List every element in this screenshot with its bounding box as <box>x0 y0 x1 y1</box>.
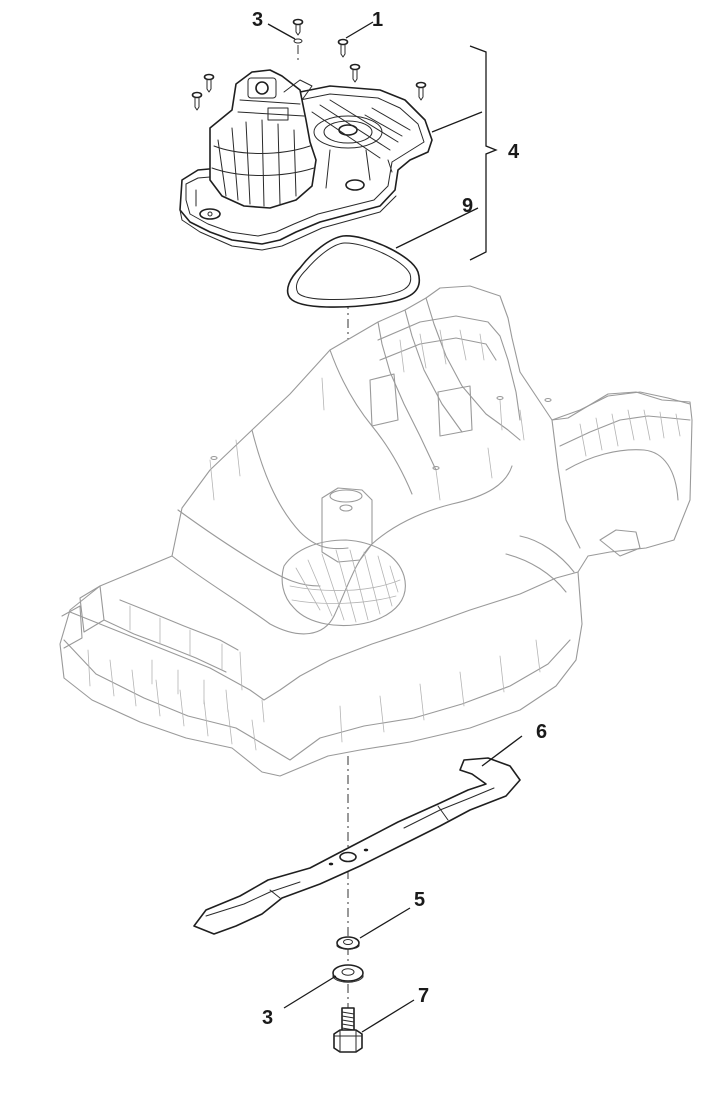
mounting-tab <box>199 208 221 220</box>
callout-7: 7 <box>418 985 429 1007</box>
callout-1: 1 <box>372 9 383 31</box>
washer-icon <box>332 964 364 983</box>
callout-3-bottom: 3 <box>262 1007 273 1029</box>
screw-icon <box>203 73 215 93</box>
callout-9: 9 <box>462 195 473 217</box>
callout-3-top: 3 <box>252 9 263 31</box>
screw-icon <box>292 18 304 44</box>
bolt-icon <box>333 1007 363 1053</box>
mower-deck <box>59 285 693 777</box>
leader-lines <box>267 21 523 1033</box>
callout-6: 6 <box>536 721 547 743</box>
screw-icon <box>415 81 427 101</box>
washer-icon <box>336 936 360 950</box>
motor-gearbox-assembly <box>179 69 433 251</box>
callout-5: 5 <box>414 889 425 911</box>
cutting-blade <box>193 757 521 935</box>
washer-icon <box>293 38 303 44</box>
callout-4: 4 <box>508 141 520 163</box>
screw-icon <box>337 38 349 58</box>
drive-belt <box>286 235 421 308</box>
mounting-tab <box>345 179 365 191</box>
screw-icon <box>349 63 361 83</box>
screw-icon <box>191 91 203 111</box>
screw-group <box>191 18 427 111</box>
